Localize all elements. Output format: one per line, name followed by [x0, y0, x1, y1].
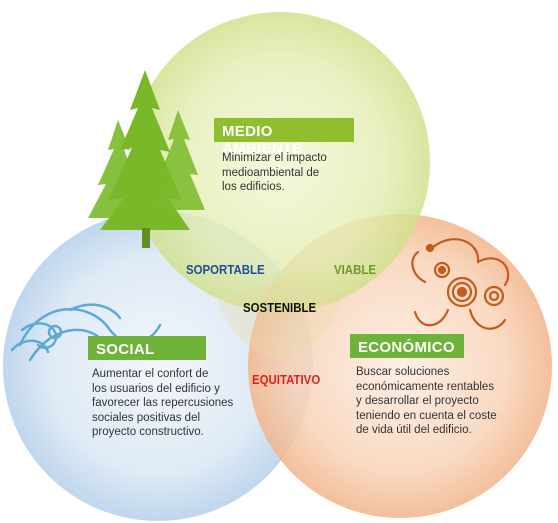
economic-title: ECONÓMICO [358, 339, 455, 356]
viable-label: VIABLE [334, 262, 376, 277]
sostenible-label: SOSTENIBLE [243, 300, 317, 315]
center-overlap [218, 285, 340, 362]
economic-label-bg [350, 334, 464, 358]
soportable-label: SOPORTABLE [186, 262, 265, 277]
orange-swirl-icon [411, 238, 510, 330]
equitativo-label: EQUITATIVO [252, 372, 321, 387]
social-title: SOCIAL [96, 341, 155, 358]
tree-icon [88, 70, 205, 248]
social-label-bg [88, 336, 206, 360]
environment-title: MEDIO AMBIENTE [222, 123, 303, 157]
environment-circle [130, 12, 430, 312]
environment-description: Minimizar el impacto medioambiental de l… [222, 152, 327, 193]
economic-description: Buscar soluciones económicamente rentabl… [356, 366, 497, 436]
social-description: Aumentar el confort de los usuarios del … [92, 368, 234, 438]
environment-label-bg [214, 118, 354, 142]
